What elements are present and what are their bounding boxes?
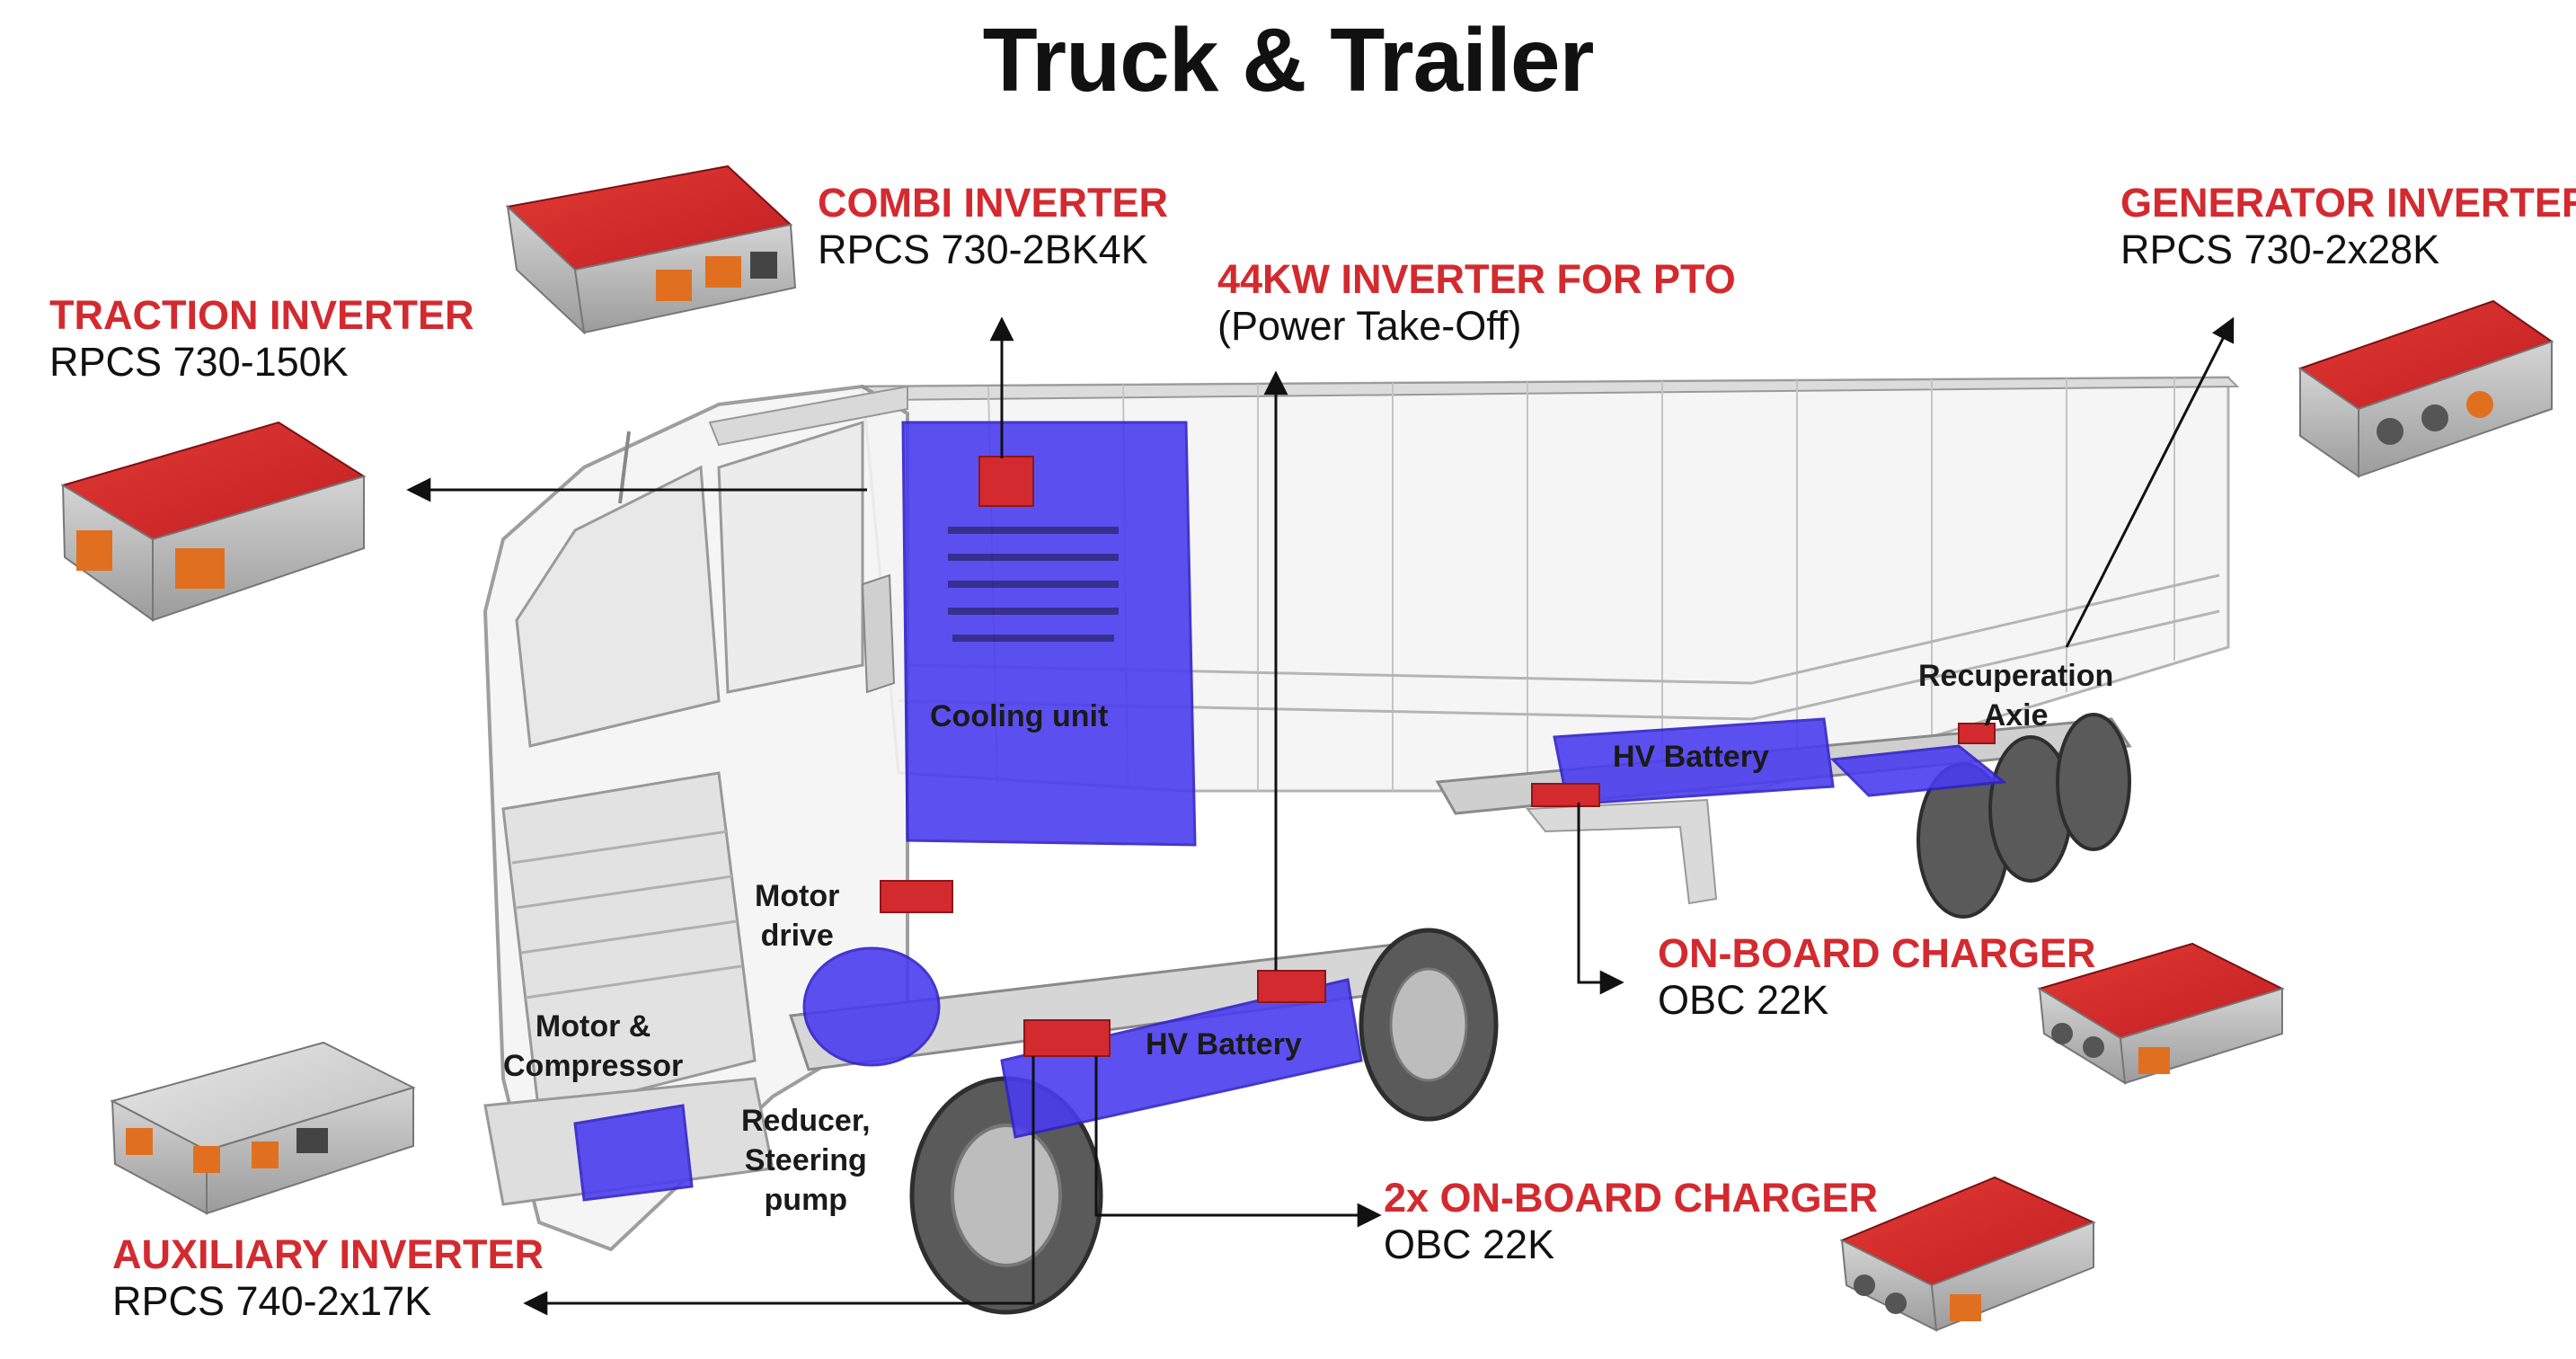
page-title: Truck & Trailer: [982, 10, 1595, 111]
label-line: drive: [760, 919, 834, 953]
callout-subtitle: RPCS 730-2x28K: [2120, 226, 2440, 272]
cooling-unit-shape: [901, 421, 1197, 847]
label-line: Motor &: [535, 1009, 651, 1044]
callout-generator-inverter: GENERATOR INVERTER RPCS 730-2x28K: [2120, 180, 2576, 273]
callout-pto-inverter: 44KW INVERTER FOR PTO (Power Take-Off): [1217, 256, 1736, 350]
callout-title: GENERATOR INVERTER: [2120, 180, 2576, 226]
label-motor-compressor: Motor & Compressor: [503, 1007, 683, 1086]
hv-battery-trailer-shape: [1553, 717, 1835, 806]
callout-title: 2x ON-BOARD CHARGER: [1384, 1175, 1879, 1221]
label-motor-drive: Motor drive: [755, 876, 839, 955]
compressor-shape: [573, 1104, 694, 1202]
label-reducer-steering-pump: Reducer, Steering pump: [741, 1101, 871, 1220]
blue-components: [573, 421, 2007, 1202]
traction-inverter-device: [60, 421, 367, 622]
label-line: Recuperation: [1918, 659, 2114, 693]
callout-subtitle: RPCS 730-150K: [49, 339, 349, 385]
callout-subtitle: OBC 22K: [1658, 977, 1829, 1023]
label-line: pump: [764, 1183, 848, 1217]
callout-traction-inverter: TRACTION INVERTER RPCS 730-150K: [49, 292, 474, 386]
motor-drive-shape: [802, 946, 941, 1067]
auxiliary-inverter-device: [110, 1041, 416, 1215]
recuperation-axle-shape: [1829, 744, 2007, 797]
label-line: Motor: [755, 879, 840, 913]
label-line: Reducer,: [741, 1104, 871, 1138]
callout-auxiliary-inverter: AUXILIARY INVERTER RPCS 740-2x17K: [112, 1231, 544, 1325]
hv-battery-truck-shape: [1000, 978, 1363, 1139]
callout-on-board-charger: ON-BOARD CHARGER OBC 22K: [1658, 930, 2096, 1024]
callout-subtitle: (Power Take-Off): [1217, 303, 1522, 349]
callout-title: TRACTION INVERTER: [49, 292, 474, 338]
label-cooling-unit: Cooling unit: [930, 699, 1109, 733]
label-hv-battery-truck: HV Battery: [1146, 1027, 1302, 1061]
label-line: Compressor: [503, 1049, 684, 1083]
connector-lines: [406, 316, 2235, 1316]
obc2x-device: [1839, 1176, 2096, 1332]
combi-inverter-device: [505, 164, 797, 335]
obc-device: [2037, 942, 2285, 1085]
callout-title: AUXILIARY INVERTER: [112, 1231, 544, 1277]
callout-title: COMBI INVERTER: [818, 180, 1169, 226]
callout-combi-inverter: COMBI INVERTER RPCS 730-2BK4K: [818, 180, 1168, 273]
generator-inverter-device: [2297, 299, 2554, 478]
label-line: Steering: [744, 1143, 867, 1177]
callout-2x-on-board-charger: 2x ON-BOARD CHARGER OBC 22K: [1384, 1175, 1878, 1268]
callout-subtitle: OBC 22K: [1384, 1221, 1555, 1267]
label-hv-battery-trailer: HV Battery: [1613, 740, 1769, 774]
label-line: Axie: [1983, 698, 2049, 733]
callout-subtitle: RPCS 730-2BK4K: [818, 226, 1148, 272]
callout-title: 44KW INVERTER FOR PTO: [1217, 256, 1736, 302]
label-recuperation-axle: Recuperation Axie: [1918, 656, 2113, 735]
callout-title: ON-BOARD CHARGER: [1658, 930, 2096, 976]
red-modules: [880, 456, 1996, 1057]
callout-subtitle: RPCS 740-2x17K: [112, 1278, 432, 1324]
